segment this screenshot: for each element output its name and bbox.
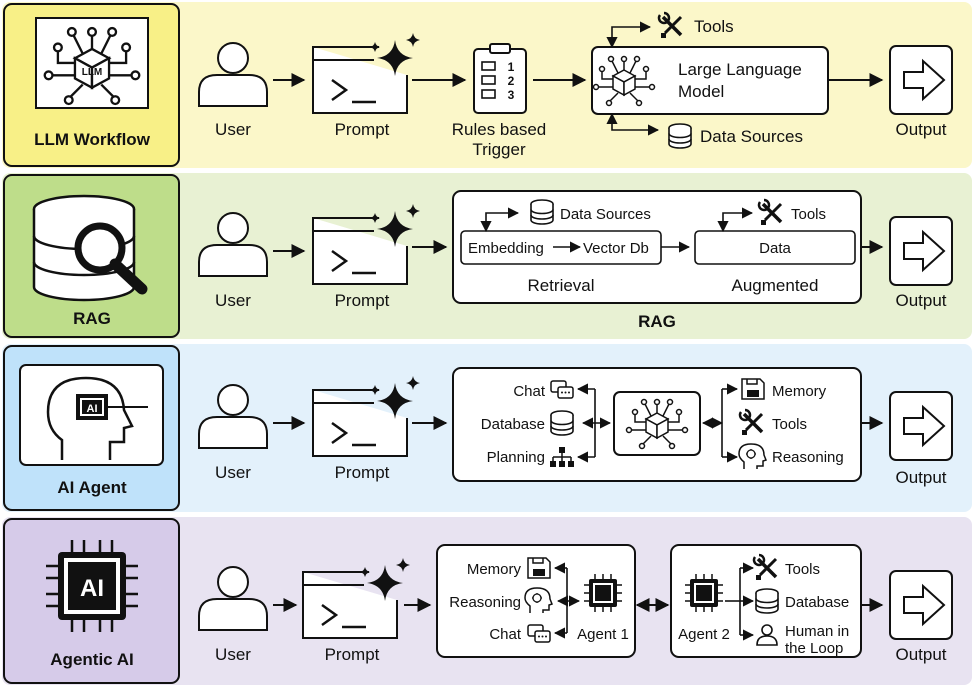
prompt-label: Prompt xyxy=(335,463,390,482)
output-icon xyxy=(889,45,953,115)
arrow xyxy=(606,21,652,49)
row-rag: RAG User Prompt RAG Embedding Vector Db … xyxy=(2,173,972,339)
user-label: User xyxy=(215,291,251,310)
database-icon xyxy=(530,199,554,225)
planning-label: Planning xyxy=(487,449,545,466)
output-icon xyxy=(889,570,953,640)
memory-icon xyxy=(741,378,765,400)
memory-icon xyxy=(527,557,551,579)
reasoning-label: Reasoning xyxy=(449,594,521,611)
list-number: 3 xyxy=(508,88,515,102)
vector-db-label: Vector Db xyxy=(583,240,649,257)
row-title: LLM Workflow xyxy=(34,130,151,149)
llm-label: Model xyxy=(678,82,724,101)
arrow xyxy=(606,112,660,136)
ai-chip-icon: AI xyxy=(46,540,138,632)
row-title: AI Agent xyxy=(57,478,127,497)
data-label: Data xyxy=(759,240,791,257)
row-ai-agent: AI AI Agent User Prompt Chat Database Pl… xyxy=(2,344,972,512)
ai-badge: AI xyxy=(80,575,104,602)
row-agentic-ai: AI Agentic AI User Prompt Memory Reasoni… xyxy=(2,517,972,685)
prompt-label: Prompt xyxy=(335,120,390,139)
ai-badge: AI xyxy=(87,403,98,415)
trigger-label: Rules based xyxy=(452,120,547,139)
rag-group-label: RAG xyxy=(638,312,676,331)
chat-label: Chat xyxy=(489,626,522,643)
retrieval-label: Retrieval xyxy=(527,276,594,295)
augmented-box xyxy=(694,230,856,265)
agent2-label: Agent 2 xyxy=(678,626,730,643)
llm-label: Large Language xyxy=(678,60,802,79)
trigger-label: Trigger xyxy=(472,140,526,159)
output-icon xyxy=(889,391,953,461)
database-label: Database xyxy=(481,416,545,433)
output-label: Output xyxy=(895,291,946,310)
agent1-chip-icon xyxy=(583,573,623,613)
database-icon xyxy=(550,410,574,436)
trigger-clipboard-icon: 1 2 3 xyxy=(473,43,527,114)
agent2-chip-icon xyxy=(684,573,724,613)
output-label: Output xyxy=(895,468,946,487)
memory-label: Memory xyxy=(467,561,522,578)
row-title: RAG xyxy=(73,309,111,328)
list-number: 1 xyxy=(508,60,515,74)
tools-label: Tools xyxy=(694,17,734,36)
prompt-label: Prompt xyxy=(325,645,380,664)
row-llm-workflow: LLM LLM Workflow User Prompt 1 2 3 Rules… xyxy=(2,2,972,168)
tools-label: Tools xyxy=(772,416,807,433)
human-label: Human in xyxy=(785,623,849,640)
data-sources-label: Data Sources xyxy=(700,127,803,146)
user-label: User xyxy=(215,463,251,482)
output-icon xyxy=(889,216,953,286)
human-label: the Loop xyxy=(785,640,843,657)
reasoning-label: Reasoning xyxy=(772,449,844,466)
database-icon xyxy=(755,588,779,614)
data-sources-label: Data Sources xyxy=(560,206,651,223)
ai-head-icon: AI xyxy=(19,364,164,466)
augmented-label: Augmented xyxy=(732,276,819,295)
memory-label: Memory xyxy=(772,383,827,400)
database-search-icon xyxy=(32,194,148,302)
output-label: Output xyxy=(895,645,946,664)
prompt-label: Prompt xyxy=(335,291,390,310)
llm-workflow-icon: LLM xyxy=(35,17,149,109)
embedding-label: Embedding xyxy=(468,240,544,257)
row-title: Agentic AI xyxy=(50,650,133,669)
arrow xyxy=(480,207,520,233)
llm-badge: LLM xyxy=(82,67,103,78)
database-icon xyxy=(668,123,692,149)
tools-label: Tools xyxy=(791,206,826,223)
chat-label: Chat xyxy=(513,383,546,400)
arrow xyxy=(717,207,754,233)
database-label: Database xyxy=(785,594,849,611)
agent1-label: Agent 1 xyxy=(577,626,629,643)
user-label: User xyxy=(215,645,251,664)
tools-label: Tools xyxy=(785,561,820,578)
output-label: Output xyxy=(895,120,946,139)
list-number: 2 xyxy=(508,74,515,88)
user-label: User xyxy=(215,120,251,139)
